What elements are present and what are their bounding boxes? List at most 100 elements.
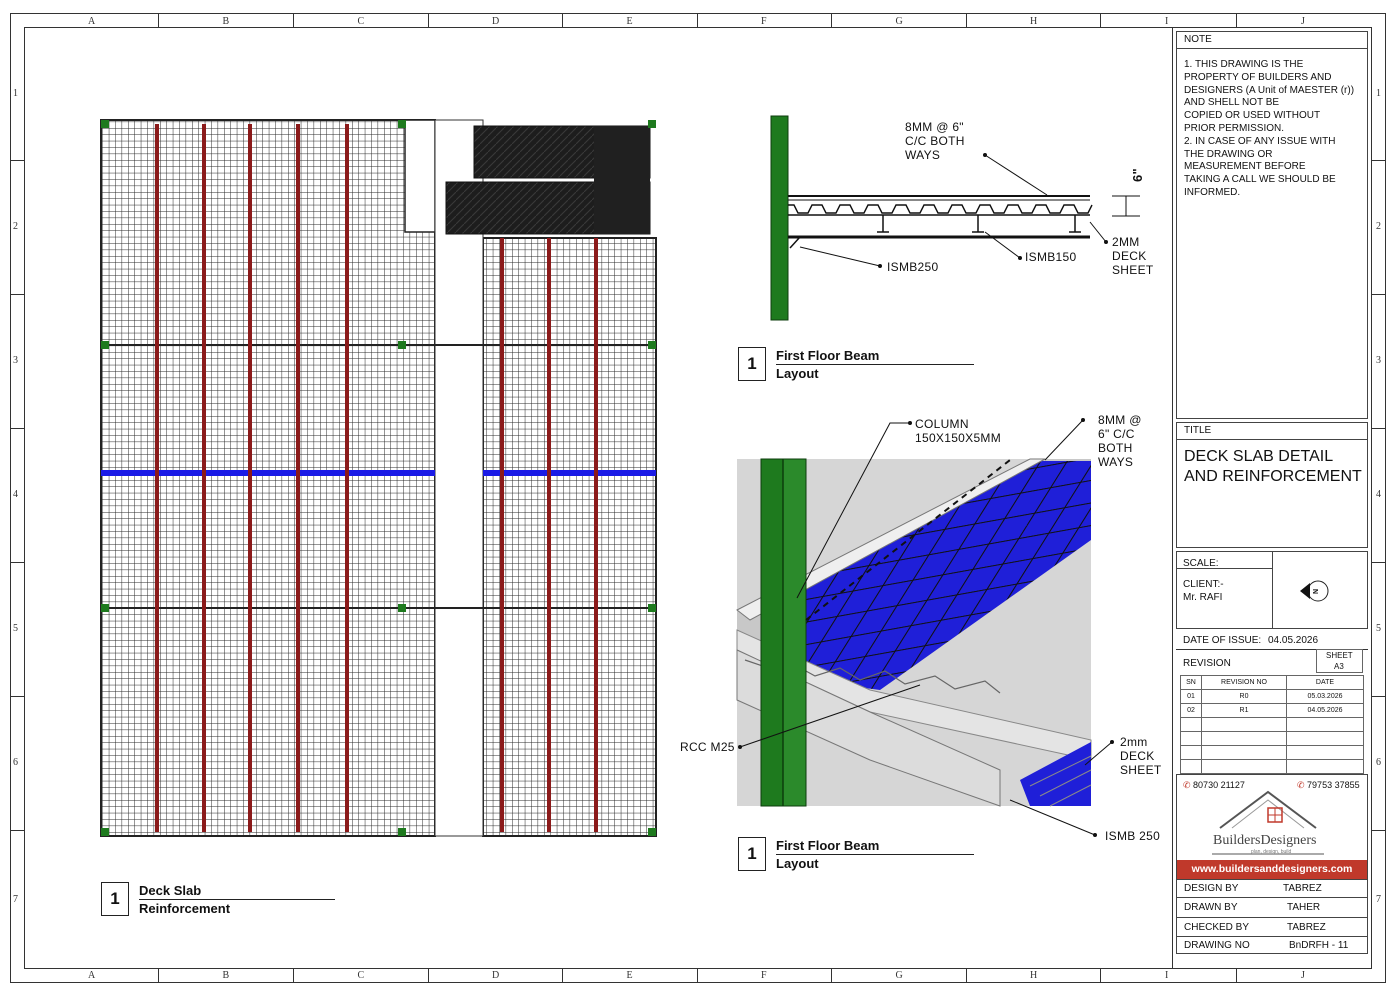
grid-row-label: 1 <box>1376 87 1381 99</box>
drawing-no-row: DRAWING NO BnDRFH - 11 <box>1176 937 1368 954</box>
grid-column-label: A <box>88 16 96 27</box>
company-website[interactable]: www.buildersanddesigners.com <box>1177 860 1367 879</box>
company-tagline: plan, design, build <box>1251 849 1292 855</box>
revision-date: 04.05.2026 <box>1286 703 1364 718</box>
grid-column-label: G <box>895 970 903 981</box>
drawing-title: DECK SLAB DETAIL AND REINFORCEMENT <box>1184 448 1362 485</box>
deck-slab-plan <box>100 119 657 837</box>
concrete-label: RCC M25 <box>680 740 735 754</box>
revision-header-date: DATE <box>1286 675 1364 690</box>
secondary-beam-label: ISMB150 <box>1025 250 1077 264</box>
iso-beam-label: ISMB 250 <box>1105 829 1161 843</box>
drawing-no-label: DRAWING NO <box>1184 940 1250 951</box>
caption-line-2: Reinforcement <box>139 901 231 916</box>
grid-column-label: E <box>626 16 633 27</box>
grid-column-label: H <box>1030 970 1038 981</box>
drawn-by-label: DRAWN BY <box>1184 902 1238 913</box>
grid-column-label: B <box>222 16 230 27</box>
design-by-row: DESIGN BY TABREZ <box>1176 880 1368 898</box>
client-label: CLIENT:- <box>1183 579 1224 590</box>
grid-row-label: 4 <box>13 489 18 500</box>
grid-row-label: 2 <box>1376 221 1381 232</box>
grid-column-label: C <box>357 16 365 27</box>
grid-row-label: 6 <box>13 757 18 768</box>
iso-mesh-label: 8MM @ 6" C/C BOTH WAYS <box>1098 413 1142 469</box>
grid-column-label: I <box>1165 970 1169 981</box>
sheet-value: A3 <box>1334 662 1344 671</box>
company-logo-text: BuildersDesigners <box>1213 833 1317 848</box>
iso-deck-label: 2mm DECK SHEET <box>1120 735 1162 777</box>
caption-line-1: Deck Slab <box>139 883 202 898</box>
revision-no: R1 <box>1201 703 1287 718</box>
phone-2-text: 79753 37855 <box>1307 780 1360 790</box>
grid-column-label: G <box>895 16 903 27</box>
slab-depth-label: 6" <box>1130 168 1145 182</box>
note-text: 1. THIS DRAWING IS THE PROPERTY OF BUILD… <box>1184 59 1355 198</box>
grid-row-label: 7 <box>13 893 18 905</box>
scale-client-box: SCALE: CLIENT:- Mr. RAFI N <box>1176 551 1368 629</box>
revision-sn: 01 <box>1180 689 1202 704</box>
note-box: NOTE 1. THIS DRAWING IS THE PROPERTY OF … <box>1176 31 1368 419</box>
revision-header-no: REVISION NO <box>1201 675 1287 690</box>
grid-column-label: I <box>1165 16 1169 27</box>
section-caption: 1 First Floor Beam Layout <box>738 347 978 383</box>
revision-table: SN REVISION NO DATE 01 R0 05.03.2026 02 … <box>1180 675 1364 774</box>
phone-2: ✆ 79753 37855 <box>1297 780 1360 791</box>
grid-column-label: B <box>222 970 230 981</box>
grid-row-label: 3 <box>13 355 18 366</box>
table-row: 02 R1 04.05.2026 <box>1180 703 1364 718</box>
checked-by-label: CHECKED BY <box>1184 922 1250 933</box>
north-arrow-icon <box>1300 580 1329 602</box>
table-row: 01 R0 05.03.2026 <box>1180 689 1364 704</box>
grid-row-label: 4 <box>1376 489 1381 500</box>
drawing-no-value: BnDRFH - 11 <box>1289 940 1349 951</box>
grid-column-label: D <box>492 970 500 981</box>
grid-row-label: 1 <box>13 87 18 99</box>
scale-label: SCALE: <box>1183 558 1219 569</box>
grid-column-label: E <box>626 970 633 981</box>
main-beam-label: ISMB250 <box>887 260 939 274</box>
sheet-inner-border <box>24 27 1372 969</box>
caption-underline <box>776 364 974 365</box>
plan-caption: 1 Deck Slab Reinforcement <box>101 882 341 918</box>
phone-1-text: 80730 21127 <box>1193 780 1245 790</box>
date-of-issue-label: DATE OF ISSUE: <box>1183 635 1262 646</box>
revision-label: REVISION <box>1183 658 1231 669</box>
sheet-box <box>1316 649 1363 673</box>
grid-row-label: 5 <box>13 623 18 634</box>
beam-iso-view <box>736 418 1114 837</box>
grid-column-label: H <box>1030 16 1038 27</box>
caption-underline <box>139 899 335 900</box>
design-by-label: DESIGN BY <box>1184 883 1239 894</box>
grid-column-label: F <box>761 970 767 981</box>
drawing-number: 1 <box>101 882 129 916</box>
iso-caption: 1 First Floor Beam Layout <box>738 837 978 873</box>
caption-underline <box>776 854 974 855</box>
company-logo-icon <box>1212 790 1324 855</box>
grid-column-label: D <box>492 16 500 27</box>
grid-row-label: 2 <box>13 221 18 232</box>
caption-line-2: Layout <box>776 856 819 871</box>
deck-sheet-label: 2MM DECK SHEET <box>1112 235 1154 277</box>
company-box: ✆ 80730 21127 ✆ 79753 37855 BuildersDesi… <box>1176 774 1368 880</box>
date-of-issue-value: 04.05.2026 <box>1268 635 1319 646</box>
drawing-number: 1 <box>738 837 766 871</box>
design-by-value: TABREZ <box>1283 883 1322 894</box>
sheet-outer-border <box>10 13 1386 983</box>
column-label: COLUMN 150X150X5MM <box>915 417 1002 445</box>
revision-date: 05.03.2026 <box>1286 689 1364 704</box>
phone-icon: ✆ <box>1183 780 1194 790</box>
grid-column-label: A <box>88 970 96 981</box>
caption-line-1: First Floor Beam <box>776 348 880 363</box>
checked-by-row: CHECKED BY TABREZ <box>1176 918 1368 937</box>
mesh-label: 8MM @ 6" C/C BOTH WAYS <box>905 120 965 162</box>
beam-section-detail <box>770 115 1140 321</box>
phone-icon: ✆ <box>1297 780 1308 790</box>
grid-row-label: 7 <box>1376 893 1381 905</box>
title-heading: TITLE <box>1177 423 1367 440</box>
grid-row-label: 6 <box>1376 757 1381 768</box>
grid-row-label: 3 <box>1376 355 1381 366</box>
grid-column-label: J <box>1301 16 1305 27</box>
title-block <box>1172 27 1372 969</box>
